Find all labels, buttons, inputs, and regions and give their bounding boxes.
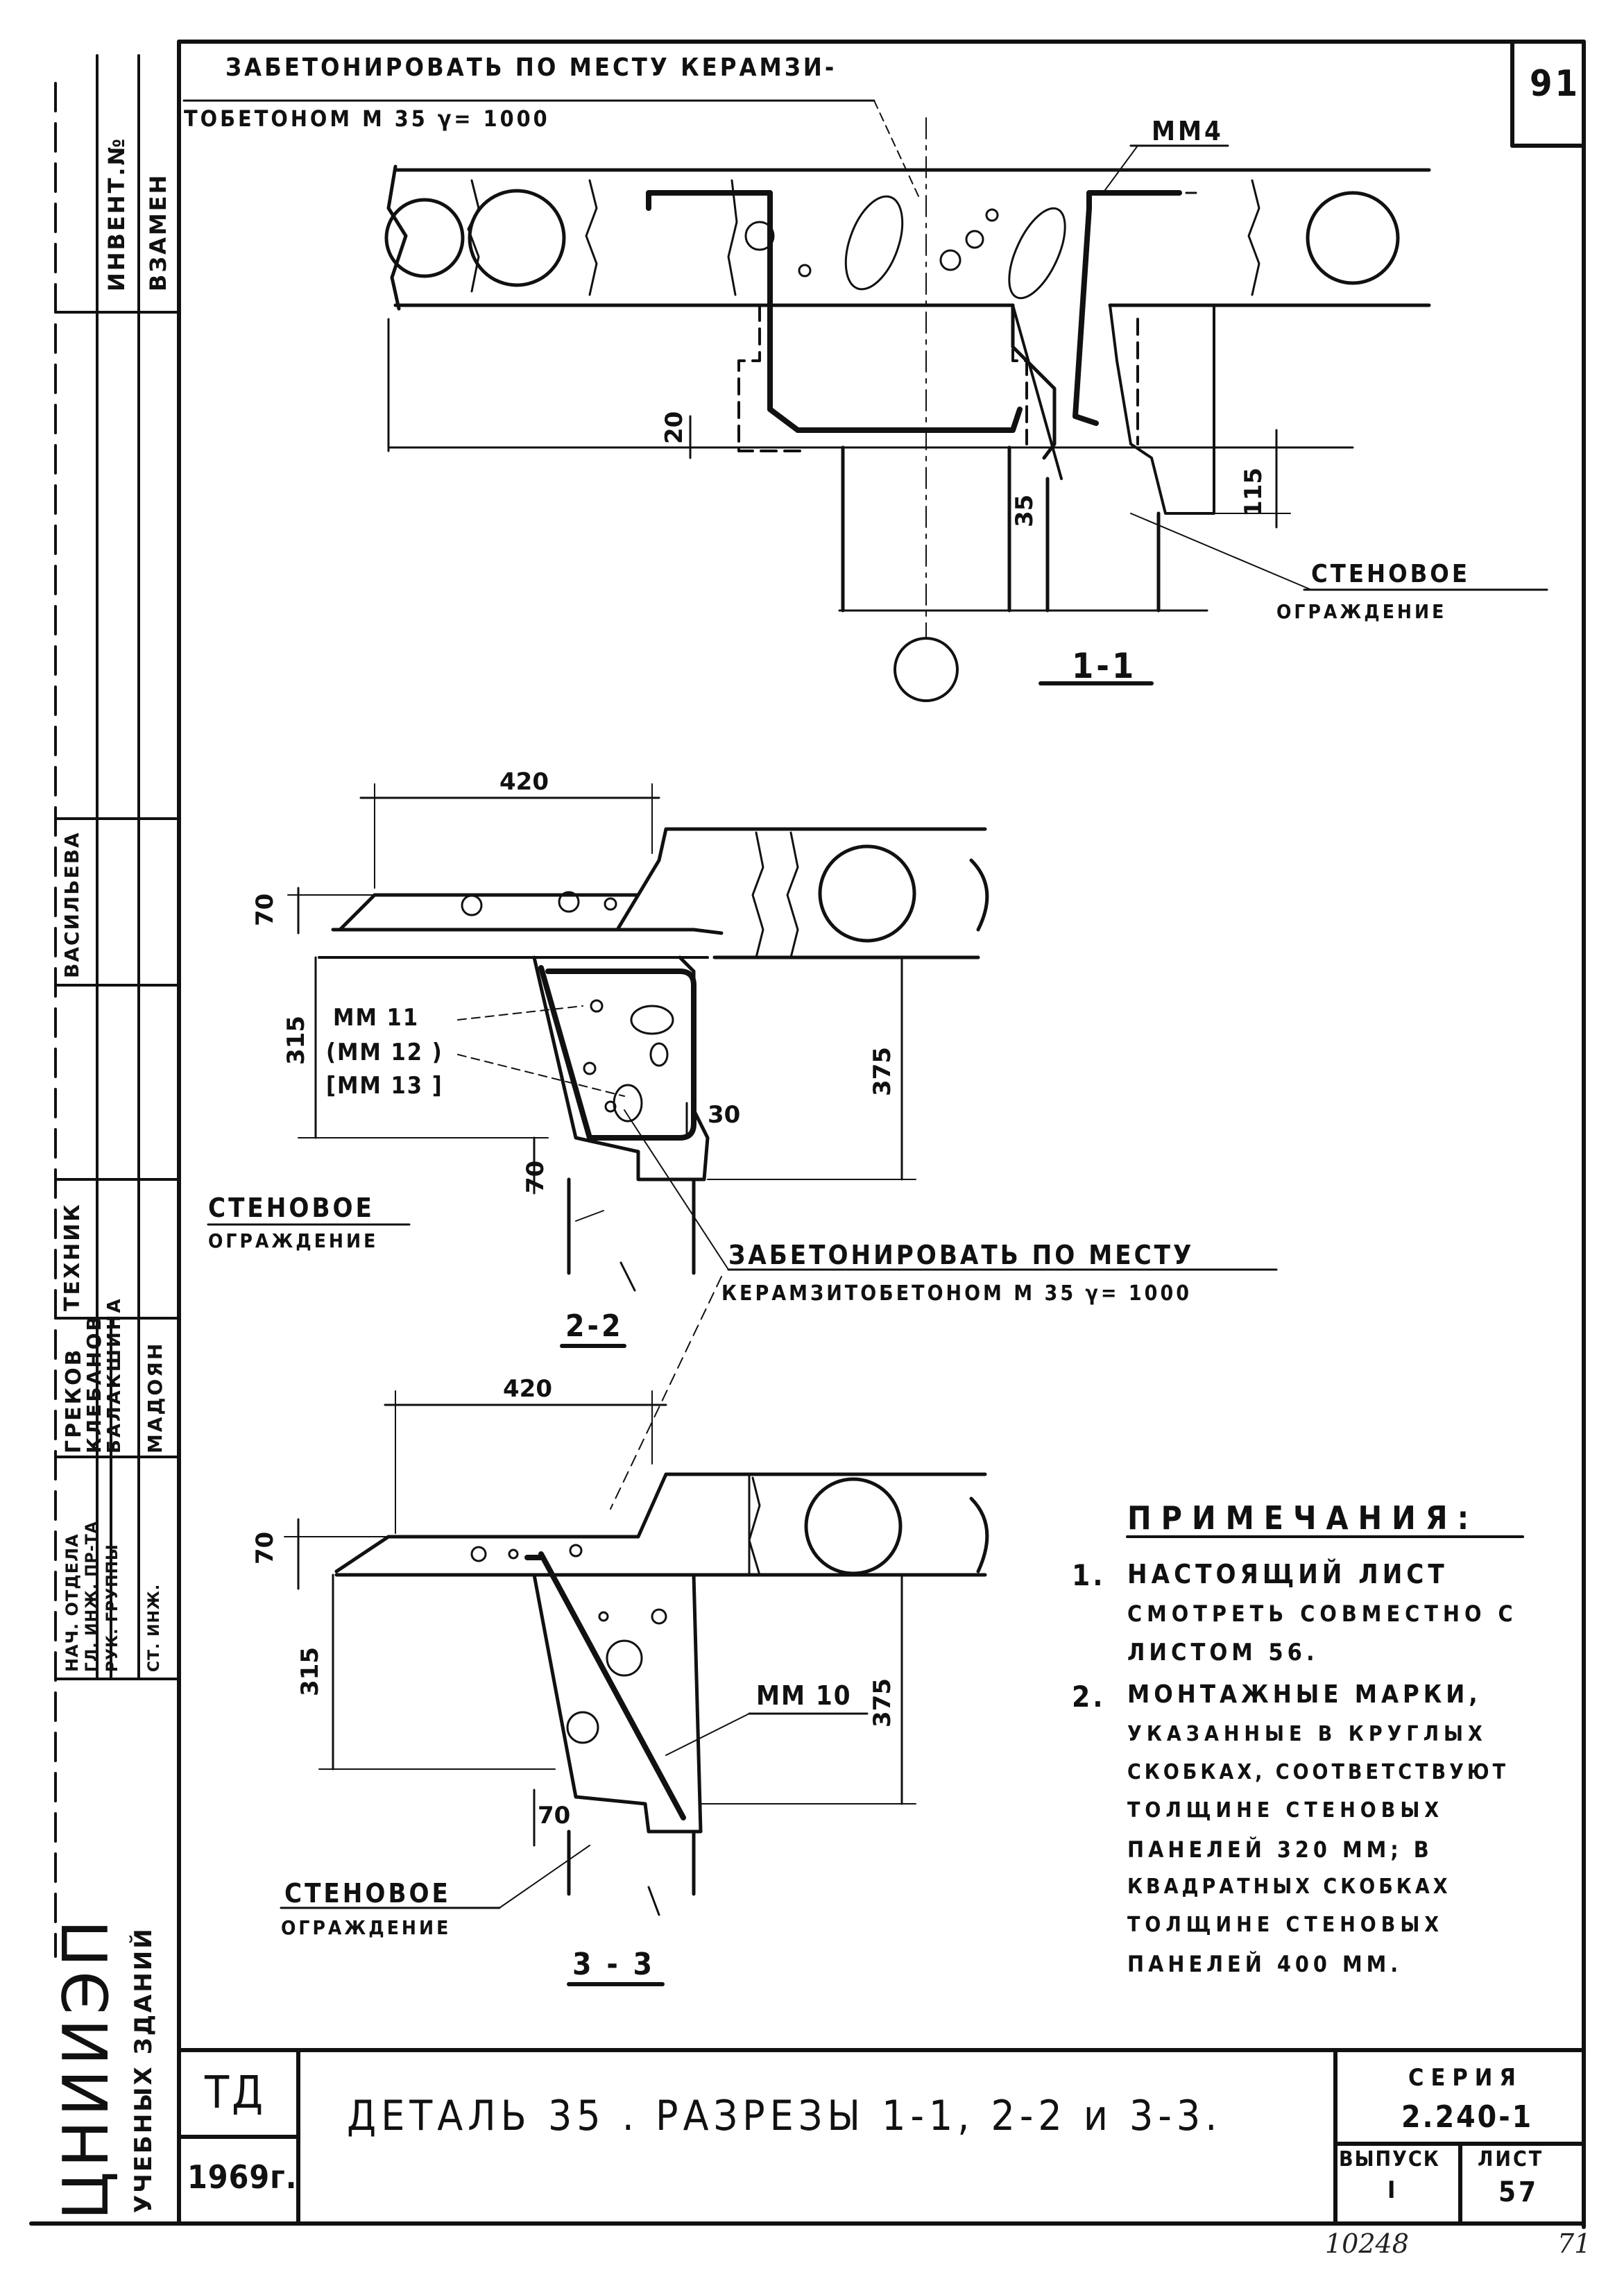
- s33-wall-label-2: ОГРАЖДЕНИЕ: [281, 1916, 452, 1939]
- s22-dim-420: 420: [499, 768, 549, 796]
- series-value: 2.240-1: [1401, 2099, 1534, 2135]
- s11-wall-label-2: ОГРАЖДЕНИЕ: [1276, 600, 1447, 623]
- s11-dim-35: 35: [1011, 494, 1038, 527]
- s22-dim-70b: 70: [522, 1160, 549, 1193]
- s11-wall-label-1: СТЕНОВОЕ: [1311, 560, 1470, 588]
- s22-mark-2: (ММ 12 ): [326, 1039, 443, 1066]
- series-label: СЕРИЯ: [1408, 2064, 1523, 2092]
- note-1-line-2: СМОТРЕТЬ СОВМЕСТНО С: [1127, 1601, 1518, 1627]
- strip-name-3: БАЛАКШИНА: [104, 1297, 125, 1453]
- note-1-line-3: ЛИСТОМ 56.: [1127, 1639, 1319, 1666]
- inventory-number: 10248: [1325, 2228, 1409, 2259]
- s22-wall-label-1: СТЕНОВОЕ: [208, 1193, 375, 1223]
- section-3-3: [280, 1276, 989, 1986]
- s22-title: 2-2: [565, 1308, 624, 1344]
- drawing-title: ДЕТАЛЬ 35 . РАЗРЕЗЫ 1-1, 2-2 и 3-3.: [347, 2092, 1222, 2140]
- s22-dim-375: 375: [869, 1047, 896, 1096]
- issue-label: ВЫПУСК: [1339, 2147, 1440, 2172]
- s33-dim-420: 420: [503, 1375, 552, 1403]
- strip-role-1: НАЧ. ОТДЕЛА: [62, 1533, 82, 1672]
- notes-heading: ПРИМЕЧАНИЯ:: [1127, 1499, 1479, 1537]
- strip-role-2: ГЛ. ИНЖ. ПР-ТА: [83, 1521, 101, 1672]
- org-logo-text: ЦНИИЭП: [50, 1916, 123, 2220]
- left-strip-lines: [54, 54, 180, 1958]
- s22-dim-70a: 70: [251, 893, 279, 926]
- strip-name-2: КЛЕБАНОВ: [83, 1314, 105, 1453]
- note-2-line-1: МОНТАЖНЫЕ МАРКИ,: [1127, 1680, 1482, 1709]
- s33-wall-label-1: СТЕНОВОЕ: [284, 1878, 451, 1909]
- strip-name-1: ГРЕКОВ: [62, 1347, 86, 1454]
- strip-role-technik: ТЕХНИК: [60, 1202, 85, 1311]
- issue-value: I: [1387, 2176, 1399, 2204]
- s11-dim-115: 115: [1240, 468, 1267, 517]
- sheet-frame: [29, 40, 1586, 2229]
- note-2-line-8: ПАНЕЛЕЙ 400 ММ.: [1127, 1951, 1403, 1977]
- s11-dim-20: 20: [660, 411, 688, 444]
- sheet-value: 57: [1498, 2176, 1539, 2208]
- strip-replacement-label: ВЗАМЕН: [145, 173, 171, 291]
- s22-dim-30: 30: [708, 1101, 741, 1129]
- strip-name-vasilyeva: ВАСИЛЬЕВА: [60, 831, 83, 978]
- s22-mark-1: ММ 11: [333, 1004, 420, 1032]
- sheet-label: ЛИСТ: [1478, 2147, 1544, 2172]
- title-block-lines: [177, 2048, 1586, 2226]
- strip-inventory-label: ИНВЕНТ.№: [103, 136, 130, 291]
- strip-name-4: МАДОЯН: [144, 1341, 166, 1453]
- s33-dim-70a: 70: [251, 1531, 279, 1564]
- note-2-number: 2.: [1072, 1680, 1106, 1714]
- note-1-number: 1.: [1072, 1558, 1106, 1592]
- note-2-line-6: КВАДРАТНЫХ СКОБКАХ: [1127, 1875, 1451, 1899]
- s33-dim-315: 315: [296, 1647, 324, 1696]
- section-1-1: [182, 99, 1548, 702]
- s22-wall-label-2: ОГРАЖДЕНИЕ: [208, 1229, 379, 1252]
- corner-number: 71: [1557, 2228, 1591, 2259]
- section-2-2: [207, 783, 1278, 1348]
- note-1-line-1: НАСТОЯЩИЙ ЛИСТ: [1127, 1559, 1448, 1589]
- title-block-year: 1969г.: [187, 2158, 298, 2196]
- s11-title: 1-1: [1072, 646, 1137, 686]
- s33-dim-70b: 70: [538, 1802, 571, 1829]
- s33-dim-375: 375: [869, 1678, 896, 1727]
- strip-role-3: РУК. ГРУППЫ: [104, 1544, 121, 1672]
- s11-note-line1: ЗАБЕТОНИРОВАТЬ ПО МЕСТУ КЕРАМЗИ-: [225, 53, 837, 82]
- note-2-line-5: ПАНЕЛЕЙ 320 ММ; В: [1127, 1836, 1433, 1863]
- note-2-line-7: ТОЛЩИНЕ СТЕНОВЫХ: [1127, 1913, 1444, 1937]
- s22-note-line1: ЗАБЕТОНИРОВАТЬ ПО МЕСТУ: [728, 1240, 1195, 1270]
- s11-note-line2: ТОБЕТОНОМ М 35 γ= 1000: [184, 105, 550, 132]
- s33-title: 3 - 3: [572, 1947, 656, 1982]
- note-2-line-4: ТОЛЩИНЕ СТЕНОВЫХ: [1127, 1798, 1444, 1823]
- s22-mark-3: [ММ 13 ]: [326, 1072, 443, 1100]
- s22-dim-315: 315: [282, 1016, 310, 1065]
- note-2-line-2: УКАЗАННЫЕ В КРУГЛЫХ: [1127, 1722, 1487, 1746]
- sheet-number: 91: [1530, 63, 1581, 105]
- s33-mark: ММ 10: [756, 1680, 852, 1711]
- note-2-line-3: СКОБКАХ, СООТВЕТСТВУЮТ: [1127, 1760, 1509, 1784]
- org-subtitle: УЧЕБНЫХ ЗДАНИЙ: [130, 1927, 157, 2213]
- title-block-td: ТД: [205, 2067, 266, 2119]
- s22-note-line2: КЕРАМЗИТОБЕТОНОМ М 35 γ= 1000: [721, 1281, 1193, 1306]
- s11-mark: ММ4: [1152, 116, 1224, 146]
- strip-role-4: СТ. ИНЖ.: [146, 1583, 163, 1672]
